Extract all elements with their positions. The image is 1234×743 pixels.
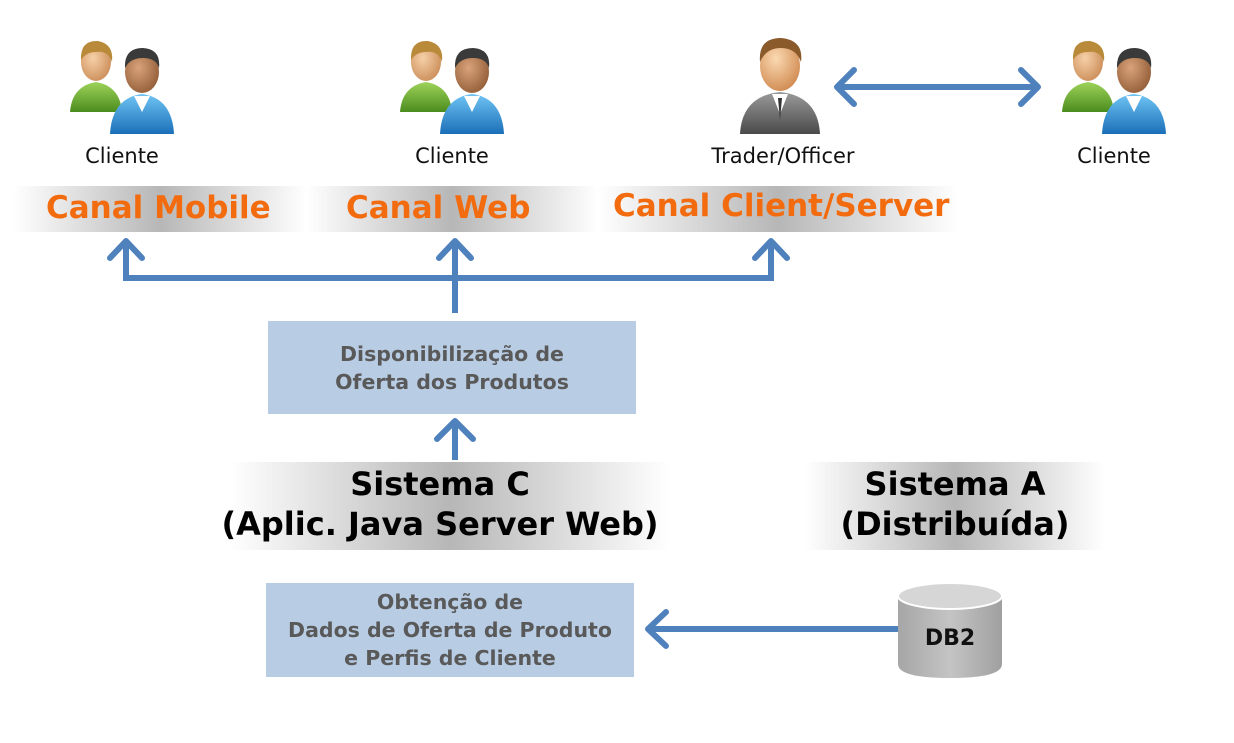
offer-box-line-2: Oferta dos Produtos (335, 369, 569, 394)
client-pair-icon (1062, 40, 1166, 134)
system-a-band (805, 462, 1105, 550)
system-c-title: Sistema C (Aplic. Java Server Web) (210, 464, 670, 544)
system-c-band (230, 462, 670, 550)
person-label-cliente-web: Cliente (415, 144, 489, 168)
data-box-line-2: Dados de Oferta de Produto (288, 618, 612, 642)
trader-officer-icon (740, 38, 820, 134)
person-label-cliente-external: Cliente (1077, 144, 1151, 168)
channel-web: Canal Web (346, 190, 531, 226)
person-label-trader-officer: Trader/Officer (711, 144, 855, 168)
data-box-line-1: Obtenção de (376, 590, 524, 614)
system-a-title: Sistema A (Distribuída) (805, 464, 1105, 544)
channel-band-mobile (14, 186, 306, 232)
person-label-cliente-mobile: Cliente (85, 144, 159, 168)
channel-client-server: Canal Client/Server (613, 188, 950, 224)
offer-availability-box: Disponibilização de Oferta dos Produtos (268, 321, 636, 414)
database-label: DB2 (924, 626, 976, 651)
system-a-line-2: (Distribuída) (840, 505, 1070, 543)
system-c-line-2: (Aplic. Java Server Web) (221, 505, 659, 543)
data-retrieval-box: Obtenção de Dados de Oferta de Produto e… (266, 583, 634, 677)
client-pair-icon (400, 40, 504, 134)
data-box-line-3: e Perfis de Cliente (344, 646, 556, 670)
client-pair-icon (70, 40, 174, 134)
system-c-line-1: Sistema C (350, 465, 530, 503)
offer-box-line-1: Disponibilização de (340, 341, 564, 366)
channel-band-web (306, 186, 598, 232)
channel-mobile: Canal Mobile (46, 190, 271, 226)
system-a-line-1: Sistema A (864, 465, 1046, 503)
channel-band-client-server (598, 186, 958, 232)
